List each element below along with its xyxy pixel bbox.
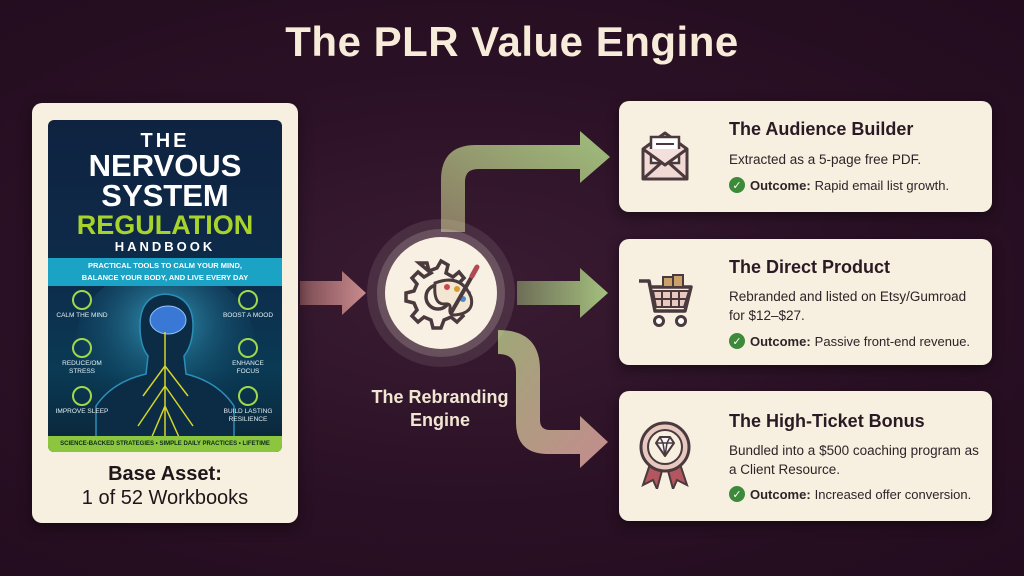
book-title-line3: REGULATION [76,210,254,240]
input-arrow [300,271,366,315]
output-arrow-direct [517,268,608,318]
book-feature-1: CALM THE MIND [54,290,110,320]
book-tagline-1: PRACTICAL TOOLS TO CALM YOUR MIND, [87,261,243,270]
base-asset-label: Base Asset: [108,463,222,485]
book-feature-6: BUILD LASTING RESILIENCE [220,386,276,424]
engine-label-line1: The Rebranding [371,387,509,407]
check-icon: ✓ [729,333,745,349]
output-card-direct-product: The Direct Product Rebranded and listed … [619,239,992,365]
outcome-text: Rapid email list growth. [814,177,950,193]
output-outcome: ✓ Outcome: Rapid email list growth. [729,177,950,193]
human-silhouette-illustration [75,286,255,452]
book-title-line1: NERVOUS [88,148,242,183]
check-icon: ✓ [729,177,745,193]
book-the: THE [140,130,190,152]
output-title: The High-Ticket Bonus [729,411,925,431]
outcome-text: Passive front-end revenue. [814,333,971,349]
output-description: Rebranded and listed on Etsy/Gumroad for… [729,289,967,323]
output-card-high-ticket-bonus: The High-Ticket Bonus Bundled into a $50… [619,391,992,521]
output-arrow-audience [441,131,610,232]
output-title: The Direct Product [729,257,891,277]
engine-label-line2: Engine [409,410,470,430]
output-outcome: ✓ Outcome: Passive front-end revenue. [729,333,971,349]
engine-label: The Rebranding Engine [350,386,530,432]
envelope-icon [641,131,689,181]
output-outcome: ✓ Outcome: Increased offer conversion. [729,486,972,502]
shopping-cart-icon [639,274,693,327]
book-cover: THE NERVOUS SYSTEM REGULATION HANDBOOK P… [48,120,282,452]
outcome-text: Increased offer conversion. [814,486,972,502]
output-description: Bundled into a $500 coaching program as … [729,443,979,477]
book-title-line4: HANDBOOK [114,239,216,254]
book-feature-5: ENHANCE FOCUS [220,338,276,376]
book-title-line2: SYSTEM [101,178,229,213]
page-title: The PLR Value Engine [285,18,739,65]
book-feature-3: IMPROVE SLEEP [54,386,110,416]
book-tagline-band: PRACTICAL TOOLS TO CALM YOUR MIND, BALAN… [48,258,282,286]
book-feature-2: REDUCE/OM STRESS [54,338,110,376]
output-description: Extracted as a 5-page free PDF. [729,152,922,167]
book-footer: SCIENCE-BACKED STRATEGIES • SIMPLE DAILY… [48,436,282,452]
output-title: The Audience Builder [729,119,914,139]
book-feature-4: BOOST A MOOD [220,290,276,320]
check-icon: ✓ [729,486,745,502]
diamond-badge-icon [639,421,691,489]
outcome-label: Outcome: [750,177,811,193]
gear-palette-icon [404,258,480,330]
outcome-label: Outcome: [750,486,811,502]
output-arrow-bonus [498,330,608,468]
output-card-audience-builder: The Audience Builder Extracted as a 5-pa… [619,101,992,212]
outcome-label: Outcome: [750,333,811,349]
base-asset-sublabel: 1 of 52 Workbooks [81,487,249,509]
book-tagline-2: BALANCE YOUR BODY, AND LIVE EVERY DAY [81,273,249,282]
